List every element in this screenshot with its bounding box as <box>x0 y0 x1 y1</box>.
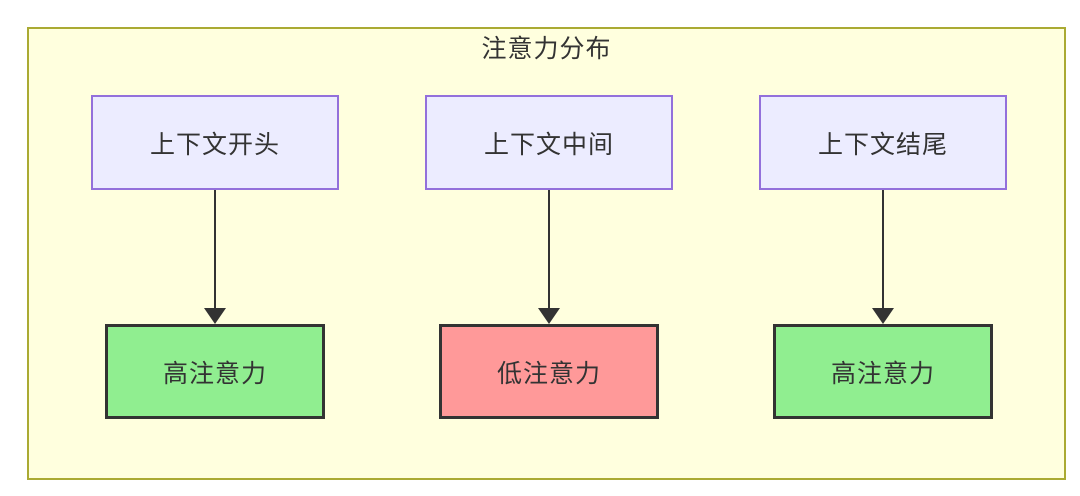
flow-column-context-middle: 上下文中间 低注意力 <box>425 95 673 419</box>
arrow-connector <box>538 190 560 324</box>
subgraph-attention-distribution: 注意力分布 上下文开头 高注意力 上下文中间 低注意力 <box>27 27 1066 480</box>
arrowhead-down-icon <box>204 308 226 324</box>
node-label: 低注意力 <box>496 359 601 388</box>
arrow-connector <box>872 190 894 324</box>
subgraph-title: 注意力分布 <box>481 35 612 63</box>
node-label: 高注意力 <box>162 359 267 388</box>
node-context-middle: 上下文中间 <box>425 95 673 190</box>
node-context-start: 上下文开头 <box>91 95 339 190</box>
node-label: 上下文开头 <box>149 130 280 159</box>
arrow-line <box>882 190 884 309</box>
arrowhead-down-icon <box>872 308 894 324</box>
node-high-attention-2: 高注意力 <box>773 324 993 419</box>
node-low-attention: 低注意力 <box>439 324 659 419</box>
arrowhead-down-icon <box>538 308 560 324</box>
node-label: 高注意力 <box>830 359 935 388</box>
node-high-attention-1: 高注意力 <box>105 324 325 419</box>
arrow-line <box>548 190 550 309</box>
flow-column-context-end: 上下文结尾 高注意力 <box>759 95 1007 419</box>
flow-column-context-start: 上下文开头 高注意力 <box>91 95 339 419</box>
node-context-end: 上下文结尾 <box>759 95 1007 190</box>
node-label: 上下文结尾 <box>817 130 948 159</box>
arrow-line <box>214 190 216 309</box>
node-label: 上下文中间 <box>483 130 614 159</box>
arrow-connector <box>204 190 226 324</box>
